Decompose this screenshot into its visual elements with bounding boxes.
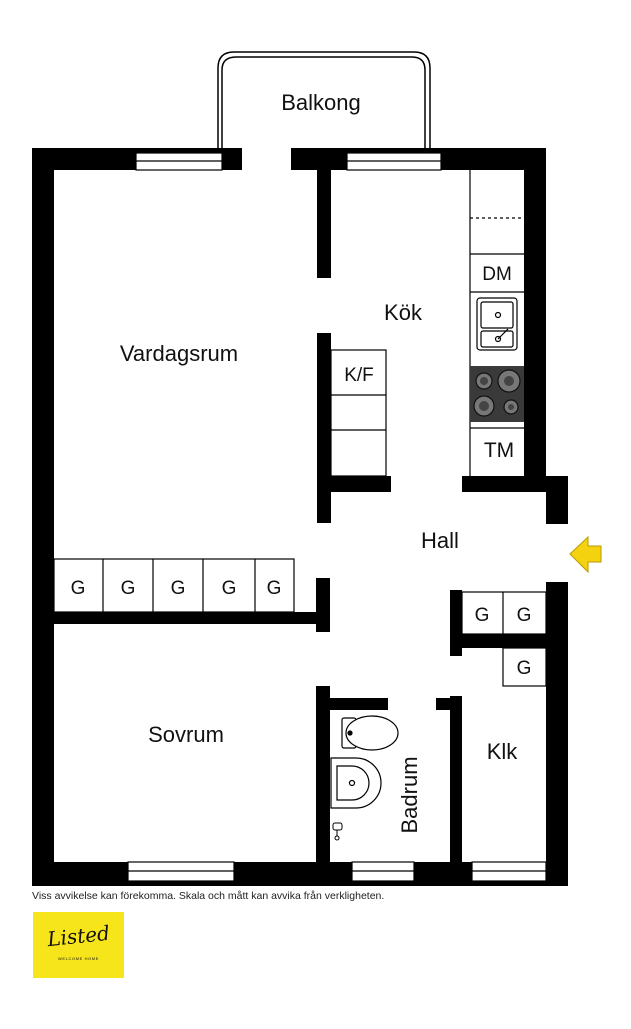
wardrobe-label: G <box>222 578 237 599</box>
wardrobe-label: G <box>171 578 186 599</box>
walls <box>32 148 568 886</box>
wardrobe-label: G <box>517 605 532 626</box>
kitchen-counter <box>469 170 524 476</box>
wardrobe-row <box>53 558 295 613</box>
bedroom-label: Sovrum <box>148 722 224 747</box>
stove-icon <box>470 366 524 422</box>
toilet-icon <box>341 715 399 751</box>
kitchen-label: Kök <box>384 300 423 325</box>
hall-wardrobes <box>461 591 547 687</box>
wardrobe-label: G <box>475 605 490 626</box>
shower-icon <box>332 822 343 841</box>
sink-icon <box>330 757 382 809</box>
logo-name: Listed <box>46 920 111 952</box>
wardrobe-label: G <box>517 658 532 679</box>
balcony-label: Balkong <box>281 90 361 115</box>
bathroom-label: Badrum <box>397 756 422 833</box>
balcony <box>217 51 431 148</box>
disclaimer-text: Viss avvikelse kan förekomma. Skala och … <box>32 890 385 902</box>
dryer-label: TM <box>484 439 514 462</box>
windows <box>127 152 547 882</box>
hall-label: Hall <box>421 528 459 553</box>
logo-tagline: WELCOME HOME <box>58 956 99 961</box>
closet-label: Klk <box>487 739 519 764</box>
dishwasher-label: DM <box>482 264 512 285</box>
wardrobe-label: G <box>71 578 86 599</box>
living-room-label: Vardagsrum <box>120 341 238 366</box>
fridge-freezer-label: K/F <box>344 365 374 386</box>
fridge-freezer-unit <box>330 349 387 477</box>
wardrobe-label: G <box>267 578 282 599</box>
listed-logo: Listed WELCOME HOME <box>33 912 124 978</box>
wardrobe-label: G <box>121 578 136 599</box>
entrance-arrow-icon <box>569 535 602 574</box>
floor-plan: Balkong Vardagsrum Kök Hall Sovrum Badru… <box>32 51 602 886</box>
